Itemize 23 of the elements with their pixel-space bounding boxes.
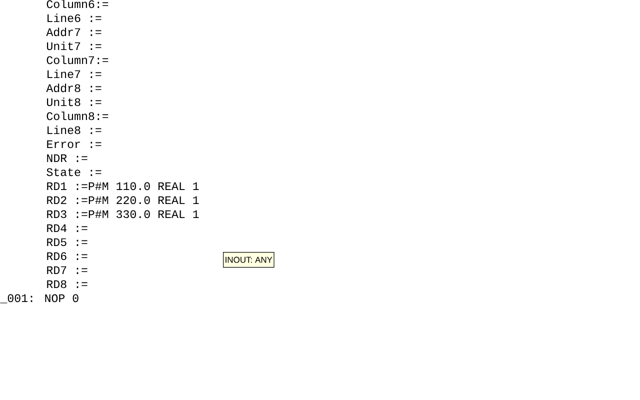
code-line: NDR :=	[47, 154, 88, 162]
code-line: Unit8 :=	[47, 98, 102, 106]
code-line: RD4 :=	[47, 224, 88, 232]
code-line: Addr8 :=	[46, 84, 102, 92]
code-line: RD6 :=	[47, 252, 88, 260]
code-line: RD8 :=	[47, 280, 88, 288]
code-line: RD7 :=	[47, 266, 88, 274]
code-line: RD3 :=P#M 330.0 REAL 1	[47, 210, 199, 218]
code-line: _001: NOP 0	[0, 294, 78, 304]
code-line: Column6:=	[46, 0, 108, 8]
code-line: RD5 :=	[47, 238, 88, 246]
code-line: Column8:=	[46, 112, 108, 120]
code-line: Addr7 :=	[46, 28, 102, 36]
code-line: Line7 :=	[48, 70, 102, 78]
code-line: Line8 :=	[48, 126, 102, 134]
code-line: Error :=	[47, 140, 102, 148]
code-line: Unit7 :=	[47, 42, 102, 50]
code-line: Column7:=	[46, 56, 108, 64]
code-line: State :=	[46, 168, 102, 176]
code-line: RD1 :=P#M 110.0 REAL 1	[47, 182, 199, 190]
code-line: Line6 :=	[48, 14, 102, 22]
code-line: RD2 :=P#M 220.0 REAL 1	[47, 196, 199, 204]
tooltip: INOUT: ANY	[223, 252, 274, 268]
